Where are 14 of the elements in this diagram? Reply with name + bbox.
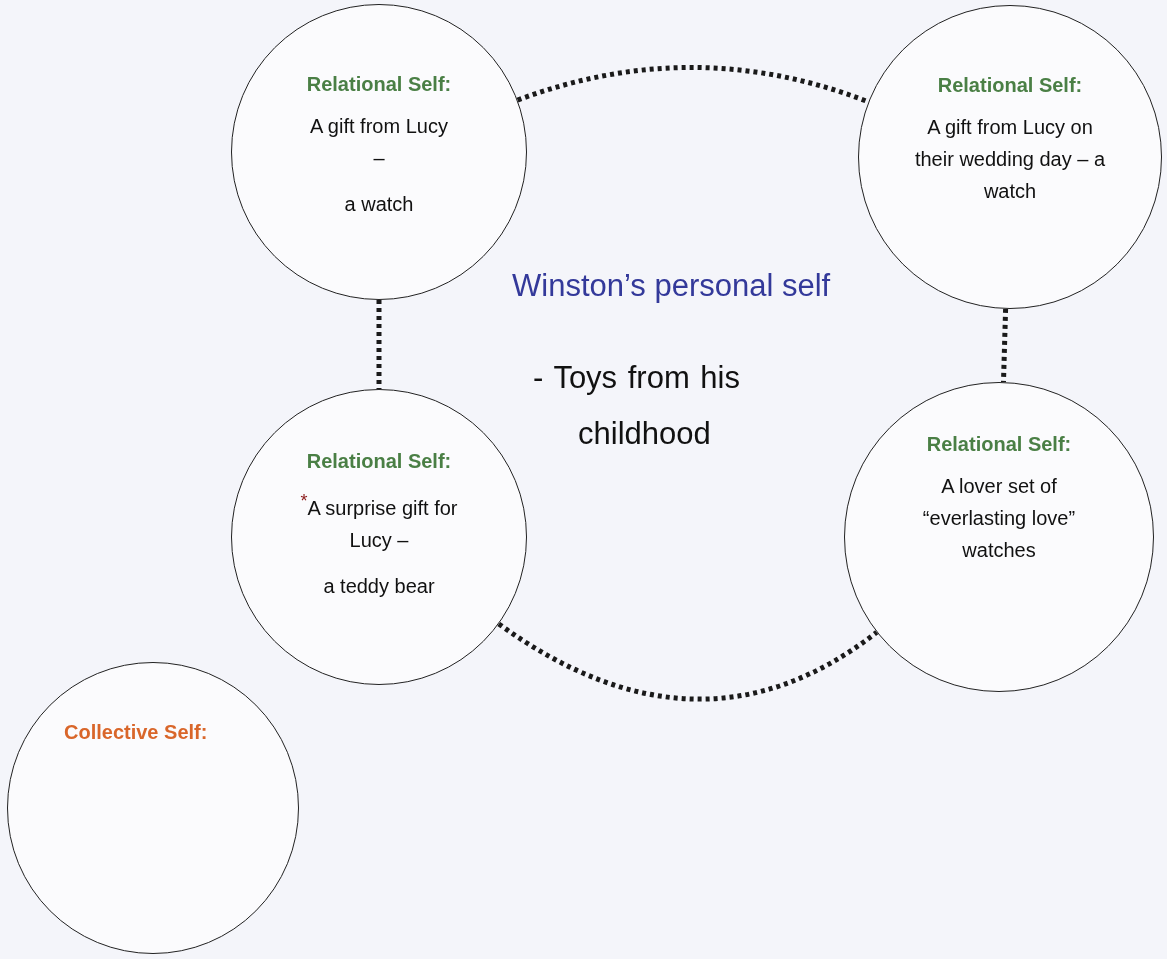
circle-text: a teddy bear [323, 573, 435, 599]
dotted-connector [497, 621, 879, 702]
circle-heading: Relational Self: [306, 450, 452, 473]
circle-text: A lover set of “everlasting love” watches [921, 474, 1077, 563]
circle-text: A gift from Lucy on their wedding day – a watch [913, 115, 1107, 204]
circle-heading: Relational Self: [306, 73, 452, 96]
dotted-connector [1001, 308, 1009, 383]
circle-heading: Relational Self: [926, 433, 1072, 456]
circle-text: A gift from Lucy – [309, 114, 449, 171]
circle-text: a watch [344, 192, 414, 217]
center-title: Winston’s personal self [512, 268, 831, 304]
bullet-text: - Toys from his childhood [533, 359, 741, 453]
circle-heading: Relational Self: [937, 74, 1083, 97]
circle-heading: Collective Self: [64, 721, 208, 744]
